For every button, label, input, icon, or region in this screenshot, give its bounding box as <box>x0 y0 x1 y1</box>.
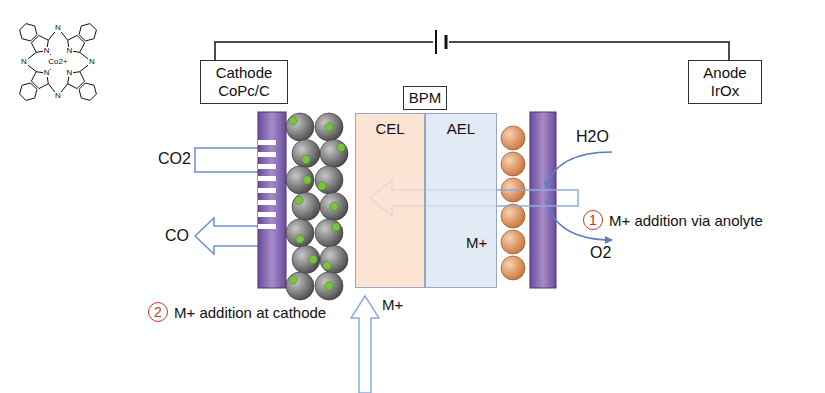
metal-center-label: Co2+ <box>47 58 68 66</box>
channel-slot <box>258 140 276 145</box>
node-text: Anode IrOx <box>695 64 755 100</box>
copc-site <box>302 155 310 163</box>
cathode-cation-arrow <box>351 296 379 393</box>
carbon-particle <box>315 219 343 247</box>
irox-particle <box>501 152 525 176</box>
carbon-particle <box>320 246 348 274</box>
note-text: M+ addition at cathode <box>174 304 326 321</box>
carbon-particle <box>315 272 343 300</box>
channel-slot <box>258 152 276 157</box>
copc-site <box>295 196 303 204</box>
copc-site <box>325 123 333 131</box>
benzene-ring <box>20 83 37 100</box>
callout-number: 2 <box>148 302 168 322</box>
carbon-particle <box>286 113 314 141</box>
gas-label: CO <box>165 227 189 245</box>
benzene-ring <box>79 24 96 41</box>
atom-label: N <box>43 69 51 77</box>
carbon-particle <box>286 272 314 300</box>
node-text: Cathode CoPc/C <box>207 64 281 100</box>
ael-band: AEL <box>425 113 497 288</box>
gas-label: O2 <box>590 244 611 262</box>
carbon-particle <box>286 219 314 247</box>
copc-site <box>296 235 304 243</box>
atom-label: N <box>54 92 62 100</box>
copc-site <box>325 282 333 290</box>
atom-label: N <box>88 58 96 66</box>
carbon-particle <box>292 246 320 274</box>
anode-label-box: Anode IrOx <box>688 60 762 104</box>
carbon-particle <box>320 193 348 221</box>
gas-label: CO2 <box>158 150 191 168</box>
benzene-ring <box>20 24 37 41</box>
carbon-particle <box>286 166 314 194</box>
callout-number: 1 <box>583 210 603 230</box>
irox-particle <box>501 256 525 280</box>
channel-slot <box>258 188 276 193</box>
copc-site <box>289 276 297 284</box>
bpm-label-box: BPM <box>403 86 447 110</box>
channel-slot <box>258 164 276 169</box>
copc-site <box>309 255 317 263</box>
co-outlet-arrow <box>195 218 268 254</box>
gas-label: H2O <box>576 128 609 146</box>
atom-label: N <box>65 69 73 77</box>
cathode-electrode <box>258 112 286 288</box>
copc-site <box>318 182 326 190</box>
irox-particle <box>501 230 525 254</box>
channel-slot <box>258 200 276 205</box>
channel-slot <box>258 176 276 181</box>
carbon-particle <box>292 193 320 221</box>
ion-label: M+ <box>466 234 487 251</box>
irox-particle <box>501 204 525 228</box>
channel-slot <box>258 212 276 217</box>
water-inlet-arrow <box>546 152 612 188</box>
catalyst-layer <box>286 113 348 300</box>
cathode-label-box: Cathode CoPc/C <box>200 60 288 104</box>
atom-label: N <box>20 58 28 66</box>
irox-particle <box>501 126 525 150</box>
circuit-wire <box>215 42 729 60</box>
carbon-particle <box>315 113 343 141</box>
channel-slot <box>258 224 276 229</box>
atom-label: N <box>65 47 73 55</box>
carbon-particle <box>315 166 343 194</box>
atom-label: N <box>54 24 62 32</box>
copc-site <box>337 143 345 151</box>
node-text: BPM <box>408 89 442 107</box>
ion-label: M+ <box>382 296 403 313</box>
benzene-ring <box>79 83 96 100</box>
carbon-particle <box>320 140 348 168</box>
copc-molecule <box>20 24 97 101</box>
node-text: AEL <box>428 120 494 138</box>
copc-site <box>330 202 338 210</box>
copc-site <box>303 176 311 184</box>
atom-label: N <box>43 47 51 55</box>
note-text: M+ addition via anolyte <box>609 212 763 229</box>
cel-band: CEL <box>355 113 425 288</box>
copc-site <box>323 261 331 269</box>
node-text: CEL <box>358 120 422 138</box>
carbon-particle <box>292 140 320 168</box>
anode-electrode <box>530 112 556 288</box>
copc-site <box>289 117 297 125</box>
anode-catalyst <box>501 126 525 280</box>
flow-channels <box>258 140 276 229</box>
copc-site <box>332 223 340 231</box>
co2-inlet-arrow <box>195 148 268 172</box>
